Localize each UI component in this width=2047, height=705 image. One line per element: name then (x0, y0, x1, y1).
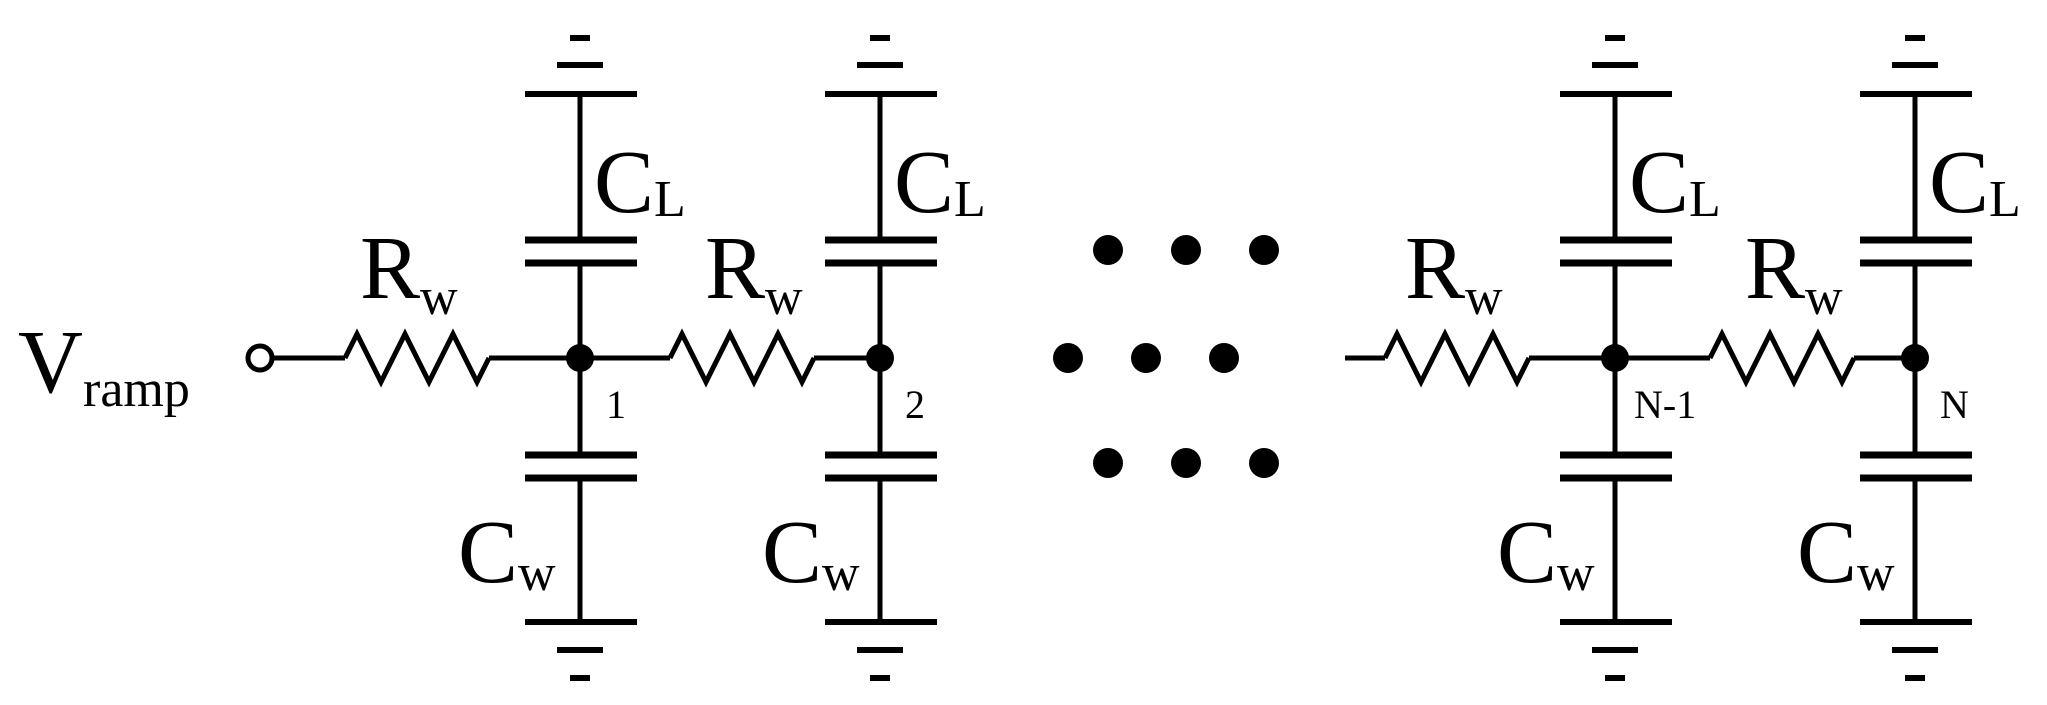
branch-node-n (1860, 35, 1972, 681)
resistor-2-label: Rw (705, 219, 803, 326)
junction-node-1 (566, 344, 594, 372)
junction-node-n-1 (1601, 344, 1629, 372)
capacitor-cl-n-label: CL (1929, 133, 2021, 232)
branch-node-2 (825, 35, 937, 681)
capacitor-cl-1-label: CL (594, 133, 686, 232)
capacitor-cw-2-label: Cw (762, 503, 860, 602)
resistor-n-1-label: Rw (1405, 219, 1503, 326)
branch-node-n-1 (1560, 35, 1672, 681)
capacitor-cl-n-1-label: CL (1629, 133, 1721, 232)
junction-node-n (1901, 344, 1929, 372)
capacitor-cw-1-label: Cw (458, 503, 556, 602)
resistor-n-1 (1382, 328, 1532, 388)
resistor-2 (667, 328, 817, 388)
input-terminal (245, 343, 275, 373)
node-n-label: N (1940, 382, 1969, 427)
resistor-1-label: Rw (360, 219, 458, 326)
capacitor-cw-n-1-label: Cw (1497, 503, 1595, 602)
junction-node-2 (866, 344, 894, 372)
capacitor-cw-n-label: Cw (1797, 503, 1895, 602)
resistor-1 (342, 328, 492, 388)
capacitor-cl-2-label: CL (894, 133, 986, 232)
ellipsis-dots (1053, 235, 1279, 478)
resistor-n-label: Rw (1745, 219, 1843, 326)
node-1-label: 1 (606, 382, 626, 427)
branch-node-1 (525, 35, 637, 681)
vramp-label: Vramp (18, 313, 190, 418)
resistor-n (1707, 328, 1857, 388)
node-2-label: 2 (905, 382, 925, 427)
node-n-1-label: N-1 (1634, 382, 1696, 427)
